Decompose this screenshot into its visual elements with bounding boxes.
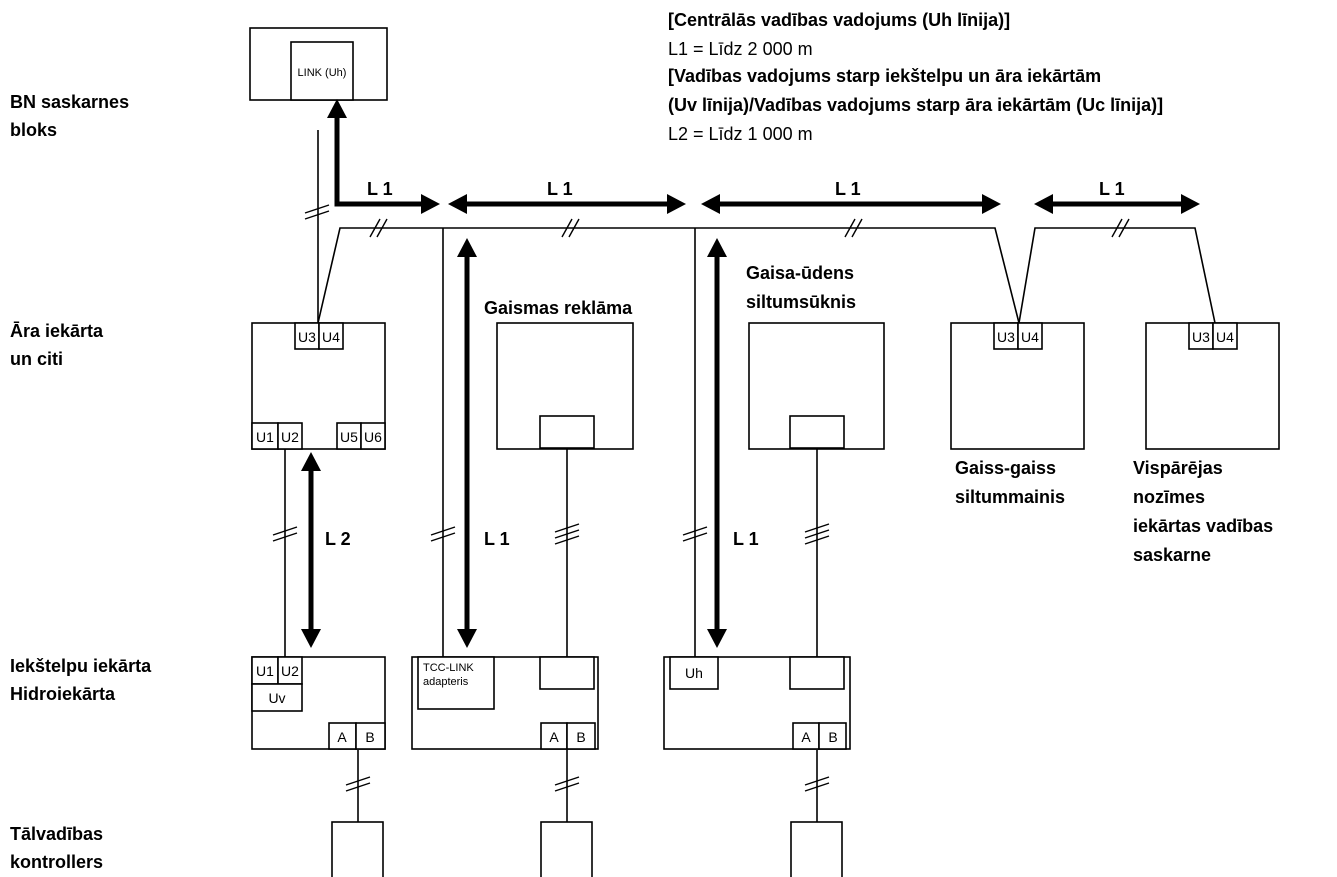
l1-label-1: L 1 <box>367 179 393 199</box>
remote-controller-2 <box>540 821 593 877</box>
signage-unit <box>496 322 634 450</box>
row-label-outdoor-2: un citi <box>10 349 63 369</box>
row-label-remote-2: kontrollers <box>10 852 103 872</box>
row-label-remote-1: Tālvadības <box>10 824 103 844</box>
l1-arrow-segment-3 <box>701 194 1001 214</box>
signage-indoor-unit: TCC-LINK adapteris A B <box>411 656 599 750</box>
label-signage: Gaismas reklāma <box>484 298 633 318</box>
row-label-bn-1: BN saskarnes <box>10 92 129 112</box>
tcc-link-label-2: adapteris <box>423 676 469 688</box>
l1-limit-text: L1 = Līdz 2 000 m <box>668 39 813 59</box>
l1-arrow-vertical-signage <box>457 238 477 648</box>
l1-arrow-vertical-heatpump <box>707 238 727 648</box>
erv-u4-terminal: U4 <box>1021 329 1039 345</box>
label-heatpump-2: siltumsūknis <box>746 292 856 312</box>
indoor-u2-terminal: U2 <box>281 663 299 679</box>
row-label-indoor-2: Hidroiekārta <box>10 684 116 704</box>
label-erv-2: siltummainis <box>955 487 1065 507</box>
wire-tick-marks <box>272 204 1130 792</box>
u2-terminal: U2 <box>281 429 299 445</box>
l1-arrow-segment-2 <box>448 194 686 214</box>
link-uh-terminal: LINK (Uh) <box>298 67 347 79</box>
outdoor-unit: U3 U4 U1 U2 U5 U6 <box>251 322 386 450</box>
u6-terminal: U6 <box>364 429 382 445</box>
l1-label-6: L 1 <box>733 529 759 549</box>
bn-interface-unit: LINK (Uh) <box>249 27 388 101</box>
l2-limit-text: L2 = Līdz 1 000 m <box>668 124 813 144</box>
remote-controller-3 <box>790 821 843 877</box>
gp-interface-unit: U3 U4 <box>1145 322 1280 450</box>
remote-controller-1 <box>331 821 384 877</box>
signage-b-terminal: B <box>576 729 585 745</box>
u5-terminal: U5 <box>340 429 358 445</box>
device-wiring <box>357 446 818 822</box>
uv-terminal: Uv <box>268 690 285 706</box>
uv-line-heading-2: (Uv līnija)/Vadības vadojums starp āra i… <box>668 95 1163 115</box>
uv-line-heading-1: [Vadības vadojums starp iekštelpu un āra… <box>668 66 1101 86</box>
l1-label-4: L 1 <box>1099 179 1125 199</box>
l1-arrow-segment-4 <box>1034 194 1200 214</box>
tcc-link-label-1: TCC-LINK <box>423 662 474 674</box>
label-gp-2: nozīmes <box>1133 487 1205 507</box>
l1-arrow-bn <box>327 99 440 214</box>
label-erv-1: Gaiss-gaiss <box>955 458 1056 478</box>
row-label-indoor-1: Iekštelpu iekārta <box>10 656 152 676</box>
heatpump-a-terminal: A <box>801 729 811 745</box>
indoor-u1-terminal: U1 <box>256 663 274 679</box>
l2-label: L 2 <box>325 529 351 549</box>
u1-terminal: U1 <box>256 429 274 445</box>
signage-a-terminal: A <box>549 729 559 745</box>
label-gp-1: Vispārējas <box>1133 458 1223 478</box>
row-label-outdoor-1: Āra iekārta <box>10 321 104 341</box>
l1-label-5: L 1 <box>484 529 510 549</box>
u3-terminal: U3 <box>298 329 316 345</box>
indoor-unit: U1 U2 Uv A B <box>251 656 386 750</box>
row-label-bn-2: bloks <box>10 120 57 140</box>
label-heatpump-1: Gaisa-ūdens <box>746 263 854 283</box>
gp-u4-terminal: U4 <box>1216 329 1234 345</box>
heatpump-indoor-unit: Uh A B <box>663 656 851 750</box>
uh-line-heading: [Centrālās vadības vadojums (Uh līnija)] <box>668 10 1010 30</box>
l1-label-3: L 1 <box>835 179 861 199</box>
l2-arrow-vertical <box>301 452 321 648</box>
indoor-a-terminal: A <box>337 729 347 745</box>
heatpump-b-terminal: B <box>828 729 837 745</box>
label-gp-3: iekārtas vadības <box>1133 516 1273 536</box>
uh-terminal: Uh <box>685 665 703 681</box>
u4-terminal: U4 <box>322 329 340 345</box>
uh-bus-wiring <box>317 130 1216 657</box>
erv-unit: U3 U4 <box>950 322 1085 450</box>
l1-label-2: L 1 <box>547 179 573 199</box>
indoor-b-terminal: B <box>365 729 374 745</box>
erv-u3-terminal: U3 <box>997 329 1015 345</box>
heatpump-unit <box>748 322 885 450</box>
gp-u3-terminal: U3 <box>1192 329 1210 345</box>
label-gp-4: saskarne <box>1133 545 1211 565</box>
